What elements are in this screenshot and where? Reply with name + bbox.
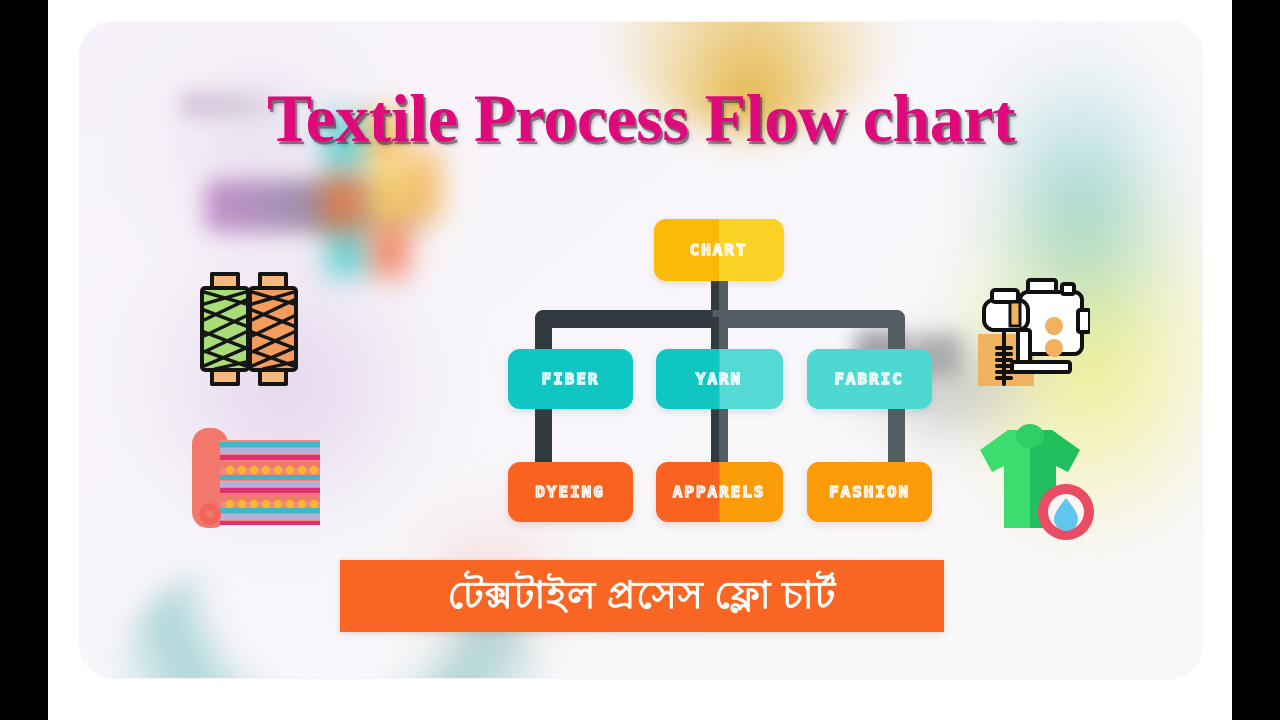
slide-card: Textile Process Flow chart CHART FIBER Y… [80,22,1202,678]
bengali-subtitle-banner: টেক্সটাইল প্রসেস ফ্লো চার্ট [340,560,944,632]
connector-drop-yarn [711,317,728,357]
connector-yarn-apparels [711,402,728,470]
node-dyeing[interactable]: DYEING [508,462,633,522]
page-title: Textile Process Flow chart [266,80,1016,156]
node-fiber[interactable]: FIBER [508,349,633,409]
thread-spools-icon [195,270,303,393]
blurred-color-cluster [320,112,450,276]
connector-fabric-fashion [888,402,905,470]
node-fiber-label: FIBER [541,369,600,388]
connector-fiber-dyeing [535,402,552,470]
node-chart-label: CHART [689,240,748,259]
connector-chart-stem [711,277,728,317]
bengali-subtitle-text: টেক্সটাইল প্রসেস ফ্লো চার্ট [447,575,837,617]
node-yarn[interactable]: YARN [656,349,783,409]
node-fabric[interactable]: FABRIC [807,349,932,409]
connector-drop-fiber [535,317,552,357]
tshirt-icon [970,422,1096,545]
node-chart[interactable]: CHART [654,219,784,281]
sewing-machine-icon [970,274,1092,399]
node-apparels-label: APPARELS [672,482,766,501]
connector-drop-fabric [888,317,905,357]
node-apparels[interactable]: APPARELS [656,462,783,522]
node-dyeing-label: DYEING [535,482,606,501]
flowchart: CHART FIBER YARN FABRIC DYEING APPARELS … [420,197,932,537]
node-fabric-label: FABRIC [834,369,905,388]
node-fashion[interactable]: FASHION [807,462,932,522]
node-fashion-label: FASHION [828,482,911,501]
blurred-text-small [180,92,290,118]
node-yarn-label: YARN [696,369,743,388]
fabric-roll-icon [190,422,328,537]
